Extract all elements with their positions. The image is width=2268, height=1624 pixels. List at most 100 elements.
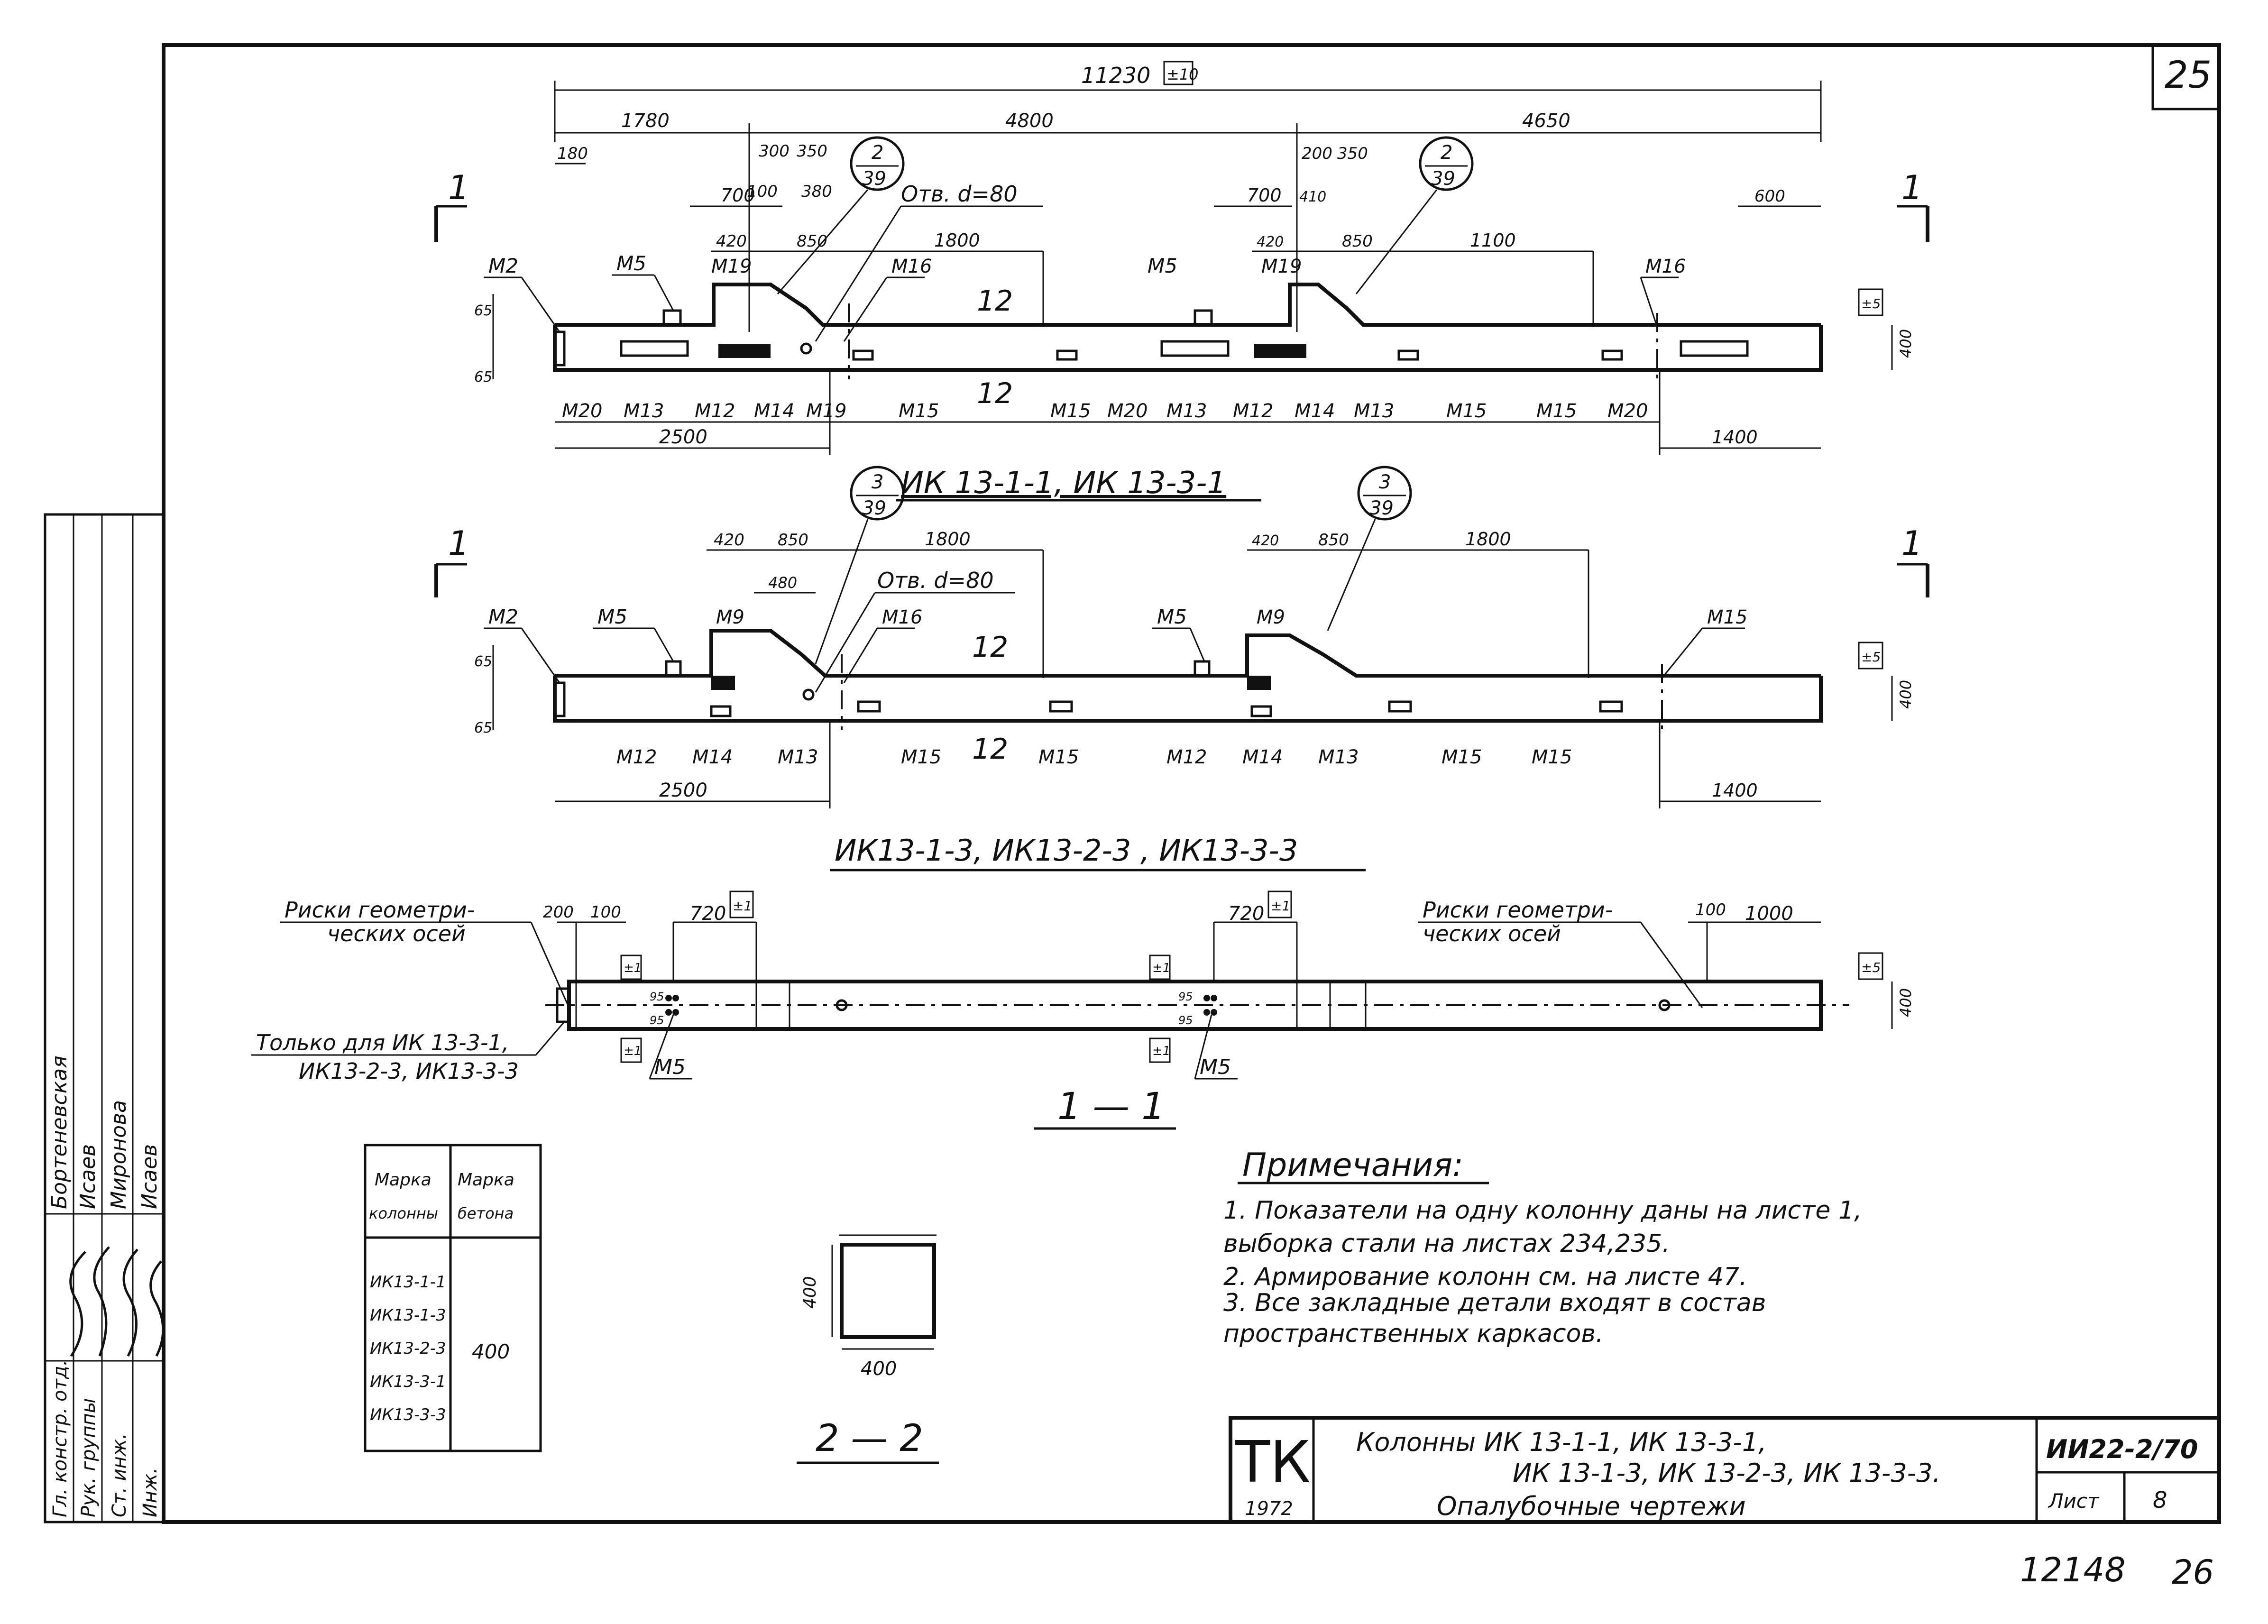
title-line-3: Опалубочные чертежи [1437,1491,1746,1521]
inventory-number: 12148 [2020,1551,2126,1589]
v3-axes-note-left-1: Риски геометри- [285,897,475,923]
table-col-4: ИК13-3-3 [370,1405,446,1424]
v1-lbl-m19a: М19 [711,256,752,277]
table-h2-b: бетона [458,1204,514,1222]
v1-dim-2500: 2500 [659,426,707,448]
sheet-number-top: 25 [2165,54,2212,97]
v1-callout-right-num: 2 [1441,142,1452,164]
v2-v65b: 65 [474,720,492,736]
v2-lbl-m9b: М9 [1257,606,1285,628]
v1-lbl-b12: М15 [1446,400,1487,422]
v2-dim-2500: 2500 [659,780,707,801]
v1-v65b: 65 [474,369,492,385]
v3-v95c: 95 [1178,990,1193,1003]
v3-dim-200: 200 [543,903,574,922]
v1-height-dim: 400 [1897,329,1915,358]
title-line-1: Колонны ИК 13-1-1, ИК 13-3-1, [1356,1427,1766,1457]
v1-lbl-m2: М2 [488,254,518,277]
section-1-1-title: 1 — 1 [1057,1085,1165,1128]
v2-lbl-m16: М16 [882,606,922,628]
v1-v65a: 65 [474,303,492,319]
v1-face-bottom: 12 [977,377,1013,410]
v3-axes-note-right-2: ческих осей [1423,921,1561,946]
view2-title: ИК13-1-3, ИК13-2-3 , ИК13-3-3 [835,833,1298,868]
section-2-2: 400 400 2 — 2 [797,1234,939,1464]
title-sheet-label: Лист [2048,1489,2100,1513]
v1-lbl-b14: М20 [1607,400,1648,422]
v2-callout-right-num: 3 [1379,471,1391,493]
v1-dim-350b: 350 [1337,144,1368,163]
page-number-bottom: 26 [2172,1553,2214,1592]
v1-dim-4650: 4650 [1522,110,1570,132]
v1-dim-700b: 700 [1247,185,1282,206]
v1-dim-700: 700 [721,185,755,206]
notes-line-1: выборка стали на листах 234,235. [1223,1229,1670,1258]
v2-lbl-b2: М13 [778,746,818,768]
v1-lbl-b5: М15 [899,400,939,422]
v2-height-dim: 400 [1897,680,1915,709]
notes-line-4: пространственных каркасов. [1223,1320,1604,1348]
notes-line-2: 2. Армирование колонн см. на листе 47. [1223,1263,1747,1291]
v1-dim-410: 410 [1299,189,1326,205]
v1-dim-180: 180 [557,144,588,163]
v2-tol: ±5 [1861,649,1881,665]
title-line-2: ИК 13-1-3, ИК 13-2-3, ИК 13-3-3. [1513,1458,1941,1488]
stamp-name-2: Миронова [107,1100,131,1209]
table-h1-a: Марка [375,1170,432,1190]
v2-callout-left-den: 39 [862,497,886,519]
view3-plan: Риски геометри- ческих осей Риски геомет… [251,890,1915,1084]
v1-overall-dim: 11230 [1081,63,1150,88]
table-concrete: 400 [472,1340,510,1363]
v3-tol: ±5 [1861,960,1881,975]
table-h2-a: Марка [458,1170,514,1190]
v2-dim-420a: 420 [714,531,744,550]
v1-lbl-b13: М15 [1536,400,1577,422]
v1-dim-350: 350 [797,142,827,161]
v2-dim-850b: 850 [1318,531,1349,550]
v1-dim-1100: 1100 [1470,230,1516,251]
v3-tol-small-b: ±1 [1152,961,1170,975]
v3-v95d: 95 [1178,1014,1193,1027]
v1-dim-420b: 420 [1257,234,1284,250]
v1-dim-1800: 1800 [934,230,980,251]
v1-lbl-m16b: М16 [1645,256,1686,277]
v2-face-top: 12 [972,631,1008,664]
v1-dim-200: 200 [1302,144,1332,163]
v1-callout-right-den: 39 [1431,168,1455,190]
v1-lbl-b9: М12 [1233,400,1273,422]
v3-tol-a: ±1 [733,898,752,914]
v1-lbl-b10: М14 [1295,400,1335,422]
v2-lbl-b8: М15 [1442,746,1482,768]
s22-dim-w: 400 [861,1358,897,1380]
stamp-role-3: Инж. [139,1468,161,1517]
v1-callout-left-num: 2 [872,142,883,164]
v3-tol-small-d: ±1 [1152,1044,1170,1058]
v1-dim-380: 380 [801,182,832,201]
signature-marks [69,1246,165,1357]
v2-dim-1800a: 1800 [925,529,971,550]
v1-overall-tol: ±10 [1166,65,1199,83]
notes-line-0: 1. Показатели на одну колонну даны на ли… [1223,1196,1862,1225]
v1-lbl-b7: М20 [1107,400,1148,422]
v2-callout-right-den: 39 [1369,497,1394,519]
stamp-name-3: Исаев [138,1144,162,1209]
v3-dim-720a: 720 [690,903,726,925]
v3-dim-100r: 100 [1695,900,1726,919]
v3-tol-small-a: ±1 [624,961,642,975]
title-sheet-value: 8 [2153,1487,2167,1514]
v3-height-dim: 400 [1897,988,1915,1017]
section-2-2-title: 2 — 2 [816,1417,923,1460]
side-stamp: Гл. констр. отд. Рук. группы Ст. инж. Ин… [44,513,165,1523]
v1-lbl-b2: М12 [695,400,735,422]
title-block: ТК 1972 Колонны ИК 13-1-1, ИК 13-3-1, ИК… [1229,1416,2221,1524]
v3-m5-right: М5 [1200,1055,1231,1079]
v2-lbl-b5: М12 [1166,746,1207,768]
v1-lbl-b11: М13 [1354,400,1394,422]
v1-section-mark-right: 1 [1901,168,1923,207]
v2-lbl-b6: М14 [1242,746,1283,768]
v1-lbl-m19b: М19 [1261,256,1302,277]
v3-axes-note-left-2: ческих осей [327,921,466,946]
v1-dim-1400: 1400 [1712,427,1758,448]
stamp-name-0: Бортеневская [47,1055,72,1209]
v1-face-top: 12 [977,284,1013,318]
